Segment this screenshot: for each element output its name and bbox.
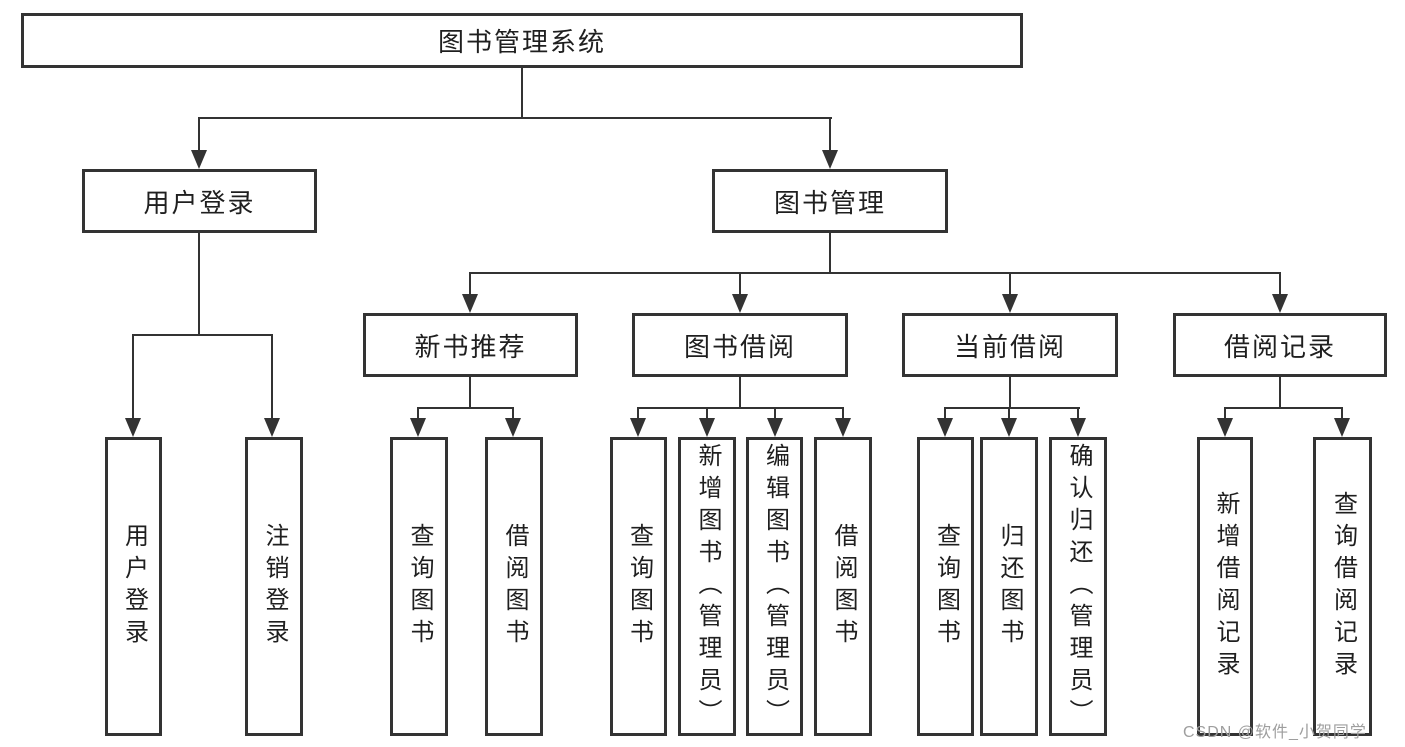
arrow-down-icon [1070, 418, 1086, 437]
connector-records-split [1224, 407, 1343, 409]
connector-newbook-stem [469, 377, 471, 408]
connector-currentborrow-arm1 [944, 407, 946, 419]
arrow-down-icon [505, 418, 521, 437]
node-root: 图书管理系统 [21, 13, 1023, 68]
arrow-down-icon [835, 418, 851, 437]
connector-root-arm-right [829, 117, 831, 151]
node-leaf-borrow-borrow: 借阅图书 [814, 437, 872, 736]
csdn-watermark: CSDN @软件_小贺同学 [1183, 724, 1367, 741]
connector-currentborrow-split [944, 407, 1080, 409]
arrow-down-icon [1217, 418, 1233, 437]
connector-currentborrow-arm2 [1008, 407, 1010, 419]
connector-root-split [198, 117, 832, 119]
node-leaf-borrow-query: 查询图书 [610, 437, 667, 736]
arrow-down-icon [1001, 418, 1017, 437]
node-leaf-borrow-add: 新增图书（管理员） [678, 437, 736, 736]
connector-newbook-arm1 [417, 407, 419, 419]
node-user-login: 用户登录 [82, 169, 317, 233]
connector-bookborrow-arm3 [774, 407, 776, 419]
node-new-book-recommend: 新书推荐 [363, 313, 578, 377]
arrow-down-icon [462, 294, 478, 313]
arrow-down-icon [191, 150, 207, 169]
arrow-down-icon [699, 418, 715, 437]
node-leaf-newbook-borrow: 借阅图书 [485, 437, 543, 736]
node-leaf-logout: 注销登录 [245, 437, 303, 736]
node-leaf-newbook-query: 查询图书 [390, 437, 448, 736]
connector-bookborrow-stem [739, 377, 741, 408]
node-book-borrow: 图书借阅 [632, 313, 848, 377]
connector-bookmgmt-arm2 [739, 272, 741, 295]
arrow-down-icon [125, 418, 141, 437]
connector-bookborrow-split [637, 407, 844, 409]
connector-records-stem [1279, 377, 1281, 408]
connector-userlogin-arm1 [132, 334, 134, 419]
arrow-down-icon [767, 418, 783, 437]
arrow-down-icon [1272, 294, 1288, 313]
connector-userlogin-stem [198, 233, 200, 335]
connector-records-arm2 [1341, 407, 1343, 419]
arrow-down-icon [410, 418, 426, 437]
arrow-down-icon [822, 150, 838, 169]
node-leaf-user-login: 用户登录 [105, 437, 162, 736]
arrow-down-icon [1002, 294, 1018, 313]
connector-bookborrow-arm2 [706, 407, 708, 419]
connector-bookborrow-arm1 [637, 407, 639, 419]
connector-root-stem [521, 68, 523, 118]
connector-bookmgmt-arm1 [469, 272, 471, 295]
connector-bookmgmt-split [469, 272, 1281, 274]
connector-newbook-split [417, 407, 514, 409]
connector-currentborrow-arm3 [1077, 407, 1079, 419]
node-book-management: 图书管理 [712, 169, 948, 233]
node-borrow-records: 借阅记录 [1173, 313, 1387, 377]
connector-userlogin-arm2 [271, 334, 273, 419]
node-leaf-current-confirm: 确认归还（管理员） [1049, 437, 1107, 736]
node-leaf-record-add: 新增借阅记录 [1197, 437, 1253, 736]
node-leaf-current-return: 归还图书 [980, 437, 1038, 736]
arrow-down-icon [264, 418, 280, 437]
arrow-down-icon [937, 418, 953, 437]
node-leaf-borrow-edit: 编辑图书（管理员） [746, 437, 803, 736]
connector-currentborrow-stem [1009, 377, 1011, 408]
node-leaf-record-query: 查询借阅记录 [1313, 437, 1372, 736]
node-current-borrow: 当前借阅 [902, 313, 1118, 377]
arrow-down-icon [630, 418, 646, 437]
connector-userlogin-split [132, 334, 273, 336]
connector-bookmgmt-arm4 [1279, 272, 1281, 295]
connector-bookmgmt-stem [829, 233, 831, 273]
arrow-down-icon [1334, 418, 1350, 437]
connector-records-arm1 [1224, 407, 1226, 419]
connector-bookborrow-arm4 [842, 407, 844, 419]
connector-bookmgmt-arm3 [1009, 272, 1011, 295]
arrow-down-icon [732, 294, 748, 313]
connector-root-arm-left [198, 117, 200, 151]
node-leaf-current-query: 查询图书 [917, 437, 974, 736]
connector-newbook-arm2 [512, 407, 514, 419]
